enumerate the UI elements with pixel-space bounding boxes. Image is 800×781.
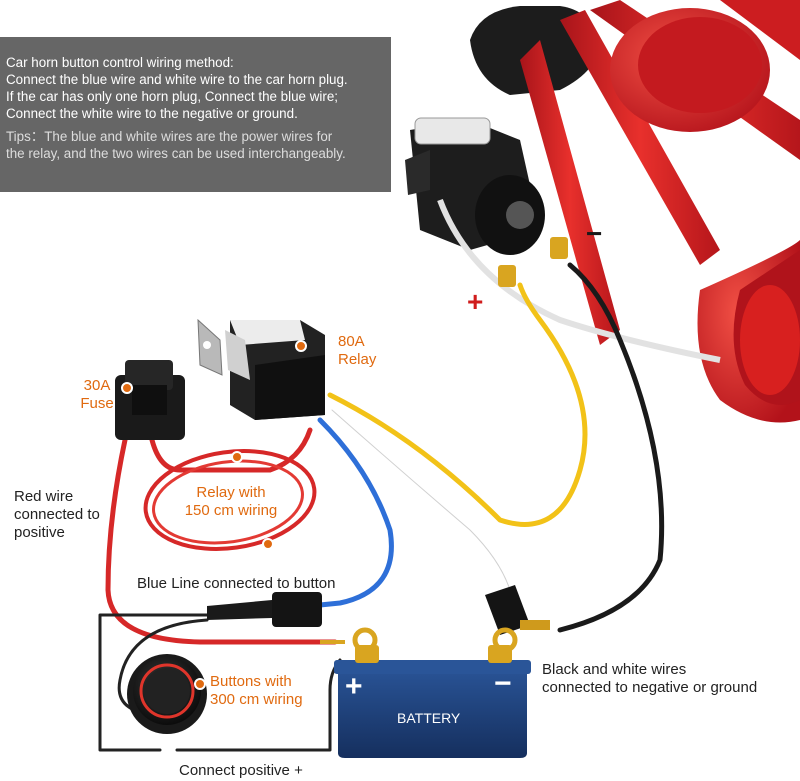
fuse-label: 30A Fuse — [80, 377, 114, 412]
button-connector — [207, 592, 322, 627]
instructions-title: Car horn button control wiring method: — [6, 55, 234, 70]
connect-positive-label: Connect positive + — [179, 762, 303, 779]
button-label: Buttons with 300 cm wiring — [210, 673, 303, 708]
horn-button — [127, 654, 207, 734]
battery-minus-sign: − — [494, 667, 512, 700]
horn-compressor — [405, 117, 545, 255]
instructions-line-2: If the car has only one horn plug, Conne… — [6, 89, 338, 104]
label-markers — [121, 340, 307, 690]
horn-minus-sign: − — [586, 218, 603, 249]
battery-label: BATTERY — [397, 710, 461, 726]
horn-plus-sign: + — [467, 286, 484, 317]
blue-line-label: Blue Line connected to button — [137, 575, 336, 592]
instructions-line-3: Connect the white wire to the negative o… — [6, 106, 298, 121]
battery — [320, 627, 531, 758]
battery-plus-sign: + — [345, 670, 363, 703]
ground-connector — [485, 585, 550, 635]
horn-terminals — [498, 237, 568, 287]
air-tube — [437, 198, 721, 363]
fuse-holder — [115, 360, 185, 440]
black-white-wires-label: Black and white wires connected to negat… — [542, 661, 758, 696]
tips-line-1: Tips：The blue and white wires are the po… — [6, 129, 333, 144]
instructions-line-1: Connect the blue wire and white wire to … — [6, 72, 348, 87]
relay-label: 80A Relay — [338, 333, 377, 368]
wires — [98, 262, 665, 752]
instructions-panel: Car horn button control wiring method: C… — [0, 37, 391, 192]
red-wire-label: Red wire connected to positive — [14, 488, 100, 541]
relay-wiring-label: Relay with 150 cm wiring — [184, 484, 278, 519]
air-horn-trumpets — [470, 0, 800, 423]
relay — [197, 318, 325, 420]
tips-line-2: the relay, and the two wires can be used… — [6, 146, 346, 161]
